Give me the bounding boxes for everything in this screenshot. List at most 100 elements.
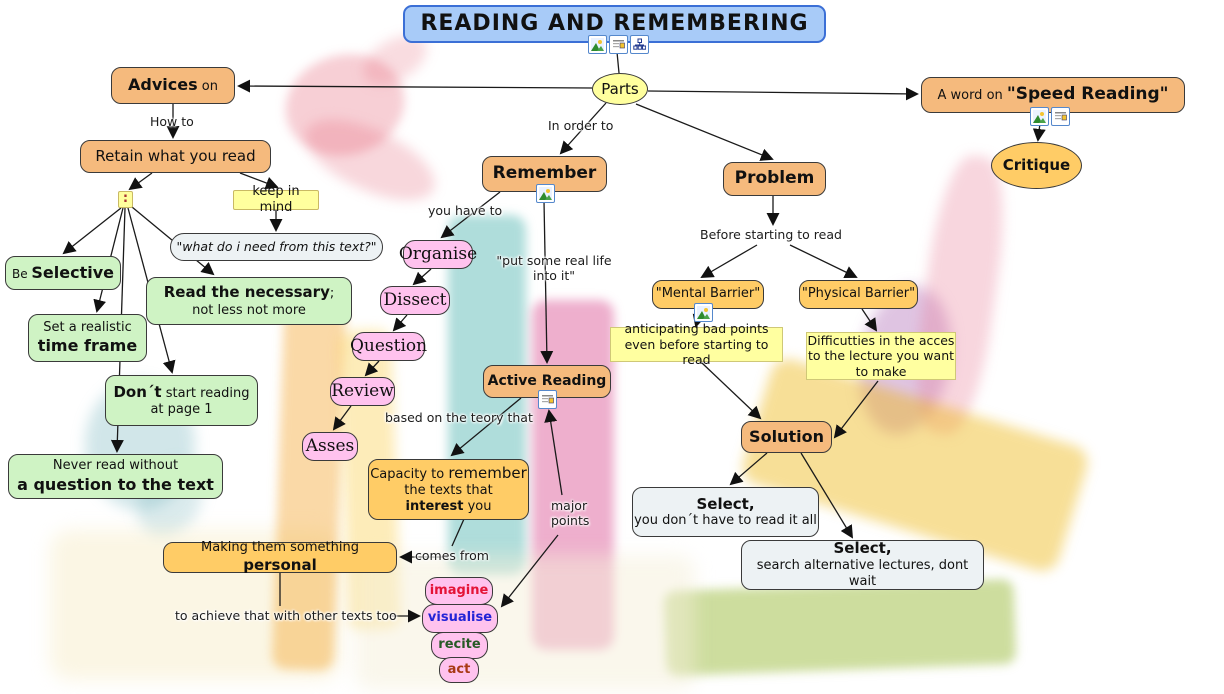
link-label-before-starting[interactable]: Before starting to read <box>700 227 842 242</box>
node-critique-text: Critique <box>1002 156 1071 175</box>
speed-pre: A word on <box>937 88 1007 104</box>
node-colon-text: : <box>122 191 129 207</box>
dont-rest: start reading <box>161 385 250 401</box>
node-dissect-text: Dissect <box>383 289 447 310</box>
node-organise-text: Organise <box>398 243 478 264</box>
document-icon[interactable] <box>1051 107 1070 126</box>
link-label-comes-from[interactable]: comes from <box>415 548 489 563</box>
link-label-keep-in-mind[interactable]: keep in mind <box>233 184 319 215</box>
link-label-achieve[interactable]: to achieve that with other texts too <box>175 608 397 623</box>
node-review[interactable]: Review <box>330 377 395 406</box>
node-select-read[interactable]: Select,you don´t have to read it all <box>632 487 819 537</box>
put-real-life-line2: into it" <box>532 268 576 283</box>
personal-pre: Making them something <box>201 539 359 555</box>
set-frame-line1: Set a realistic <box>43 319 132 335</box>
node-retain-text: Retain what you read <box>95 147 256 166</box>
node-advices-bold: Advices <box>128 75 198 95</box>
node-personal[interactable]: Making them something personal <box>163 539 397 574</box>
what-question-text: "what do i need from this text?" <box>176 239 377 255</box>
personal-bold: personal <box>243 556 317 574</box>
node-question[interactable]: Question <box>350 332 427 361</box>
read-necessary-bold: Read the necessary <box>163 283 330 302</box>
link-label-how-to[interactable]: How to <box>150 114 194 129</box>
node-parts[interactable]: Parts <box>592 73 648 105</box>
document-icon[interactable] <box>609 35 628 54</box>
node-recite-text: recite <box>438 637 481 653</box>
node-imagine-text: imagine <box>429 582 489 598</box>
node-problem-text: Problem <box>734 168 815 189</box>
node-visualise-text: visualise <box>427 610 493 626</box>
never-read-line1: Never read without <box>52 458 179 474</box>
node-imagine[interactable]: imagine <box>425 577 493 605</box>
capacity-line2: the texts that <box>404 482 493 498</box>
capacity-post: you <box>463 499 492 515</box>
image-icon[interactable] <box>588 35 607 54</box>
node-colon[interactable]: : <box>118 191 133 208</box>
image-icon[interactable] <box>536 184 555 203</box>
node-review-text: Review <box>331 380 394 401</box>
document-icon[interactable] <box>538 390 557 409</box>
read-necessary-semi: ; <box>329 286 335 302</box>
select-read-bold: Select, <box>696 494 755 513</box>
node-advices[interactable]: Advices on <box>111 67 235 104</box>
select-search-bold: Select, <box>833 539 892 558</box>
node-read-necessary[interactable]: Read the necessary;not less not more <box>146 277 352 325</box>
node-visualise[interactable]: visualise <box>422 604 498 633</box>
keep-in-mind-text: keep in mind <box>252 183 300 215</box>
dont-line2: at page 1 <box>150 402 213 417</box>
node-act[interactable]: act <box>439 657 479 683</box>
node-physical-barrier[interactable]: "Physical Barrier" <box>799 280 918 309</box>
capacity-pre: Capacity to <box>370 466 449 482</box>
capacity-big: remember <box>448 463 527 482</box>
node-organise[interactable]: Organise <box>399 240 477 269</box>
node-recite[interactable]: recite <box>431 632 488 659</box>
node-retain[interactable]: Retain what you read <box>80 140 271 173</box>
capacity-bold: interest <box>405 499 464 515</box>
note-difficulties-line1: Difficutties in the acces <box>807 332 955 348</box>
node-dissect[interactable]: Dissect <box>380 286 450 315</box>
note-anticipating-line1: anticipating bad points <box>624 321 769 337</box>
link-label-based-on[interactable]: based on the teory that <box>385 410 533 425</box>
node-advices-rest: on <box>197 79 218 95</box>
image-icon[interactable] <box>1030 107 1049 126</box>
hierarchy-icon[interactable] <box>630 35 649 54</box>
active-reading-text: Active Reading <box>487 372 607 389</box>
node-select-search[interactable]: Select,search alternative lectures, dont… <box>741 539 984 590</box>
link-label-in-order-to[interactable]: In order to <box>548 118 614 133</box>
node-solution-text: Solution <box>749 427 824 446</box>
node-parts-text: Parts <box>601 79 639 98</box>
dont-bold: Don´t <box>113 382 162 401</box>
node-problem[interactable]: Problem <box>723 162 826 196</box>
node-what-question[interactable]: "what do i need from this text?" <box>170 233 383 261</box>
link-label-you-have-to[interactable]: you have to <box>428 203 503 218</box>
node-speed-reading[interactable]: A word on "Speed Reading" <box>921 77 1185 113</box>
put-real-life-line1: "put some real life <box>496 253 612 268</box>
node-solution[interactable]: Solution <box>741 421 832 453</box>
node-critique[interactable]: Critique <box>991 142 1082 189</box>
note-difficulties-line2: to the lecture you want <box>807 348 955 364</box>
node-asses[interactable]: Asses <box>302 432 358 461</box>
map-title-text: READING AND REMEMBERING <box>420 11 809 37</box>
set-frame-bold: time frame <box>37 336 138 356</box>
image-icon[interactable] <box>694 303 713 322</box>
node-act-text: act <box>447 661 471 677</box>
node-asses-text: Asses <box>305 435 355 456</box>
node-remember-text: Remember <box>492 163 597 184</box>
node-active-reading[interactable]: Active Reading <box>483 365 611 398</box>
major-line2: points <box>551 513 590 528</box>
note-anticipating-line2: even before starting to read <box>624 336 769 368</box>
node-be-selective[interactable]: Be Selective <box>5 256 121 290</box>
mental-barrier-text: "Mental Barrier" <box>655 286 761 302</box>
physical-barrier-text: "Physical Barrier" <box>801 286 916 302</box>
select-search-line2: search alternative lectures, dont wait <box>756 558 969 590</box>
be-selective-bold: Selective <box>31 263 115 282</box>
